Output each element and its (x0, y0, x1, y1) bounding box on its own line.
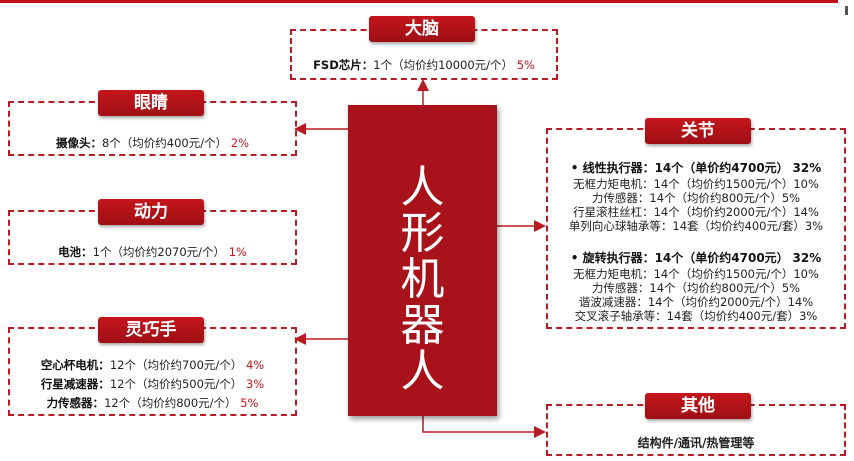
joint-sub-item: 力传感器：14个（均价约800元/个）5% (591, 281, 801, 295)
joint-sub-item: 无框力矩电机：14个（均价约1500元/个）10% (573, 267, 819, 281)
eyes-item-pct: 2% (230, 136, 250, 150)
center-title-char: 人 (400, 346, 445, 397)
joint-group-pct: 32% (792, 251, 822, 265)
joint-group-heading-text: • 线性执行器：14个（单价约4700元） (570, 161, 789, 175)
center-title-char: 人 (400, 162, 445, 213)
hand-item-pct: 5% (240, 396, 259, 410)
hand-item-label: 空心杯电机： (40, 358, 110, 372)
center-title-char: 形 (400, 208, 445, 259)
power-item-label: 电池： (58, 245, 93, 259)
joint-group-heading: • 线性执行器：14个（单价约4700元） 32% (546, 159, 846, 176)
eyes-item-label: 摄像头： (55, 136, 102, 150)
joint-sub-item: 谐波减速器：14个（均价约2000元/个）14% (578, 295, 814, 309)
joint-group-heading: • 旋转执行器：14个（单价约4700元） 32% (546, 249, 846, 266)
corner-mark (845, 6, 848, 15)
brain-tag: 大脑 (369, 16, 475, 42)
joint-tag: 关节 (645, 118, 751, 144)
other-item: 结构件/通讯/热管理等 (637, 436, 755, 450)
top-accent-line (0, 0, 838, 3)
eyes-item: 摄像头：8个（均价约400元/个） 2% (8, 135, 297, 151)
brain-item: FSD芯片：1个（均价约10000元/个） 5% (290, 57, 558, 73)
joint-sub-item: 力传感器：14个（均价约800元/个）5% (591, 191, 801, 205)
joint-sub-item: 单列向心球轴承等：14套（均价约400元/套）3% (568, 219, 824, 233)
power-item-detail: 1个（均价约2070元/个） (92, 245, 226, 259)
eyes-tag: 眼睛 (98, 90, 204, 116)
hand-item-label: 行星减速器： (40, 377, 110, 391)
power-item: 电池：1个（均价约2070元/个） 1% (8, 244, 297, 260)
power-item-pct: 1% (228, 245, 247, 259)
joint-sub-item: 行星滚柱丝杠：14个（均价约2000元/个）14% (573, 205, 819, 219)
center-title: 人 形 机 器 人 (348, 165, 497, 395)
eyes-item-detail: 8个（均价约400元/个） (101, 136, 228, 150)
joint-sub-item: 无框力矩电机：14个（均价约1500元/个）10% (573, 177, 819, 191)
center-title-char: 机 (400, 254, 445, 305)
center-title-char: 器 (400, 300, 445, 351)
joint-group-pct: 32% (792, 161, 822, 175)
joint-sub-item: 交叉滚子轴承等：14套（均价约400元/套）3% (574, 309, 818, 323)
hand-item: 力传感器：12个（均价约800元/个） 5% (8, 395, 297, 411)
power-tag: 动力 (98, 199, 204, 225)
hand-item: 行星减速器：12个（均价约500元/个） 3% (8, 376, 297, 392)
hand-item-detail: 12个（均价约800元/个） (104, 396, 237, 410)
hand-item-label: 力传感器： (46, 396, 105, 410)
hand-item: 空心杯电机：12个（均价约700元/个） 4% (8, 357, 297, 373)
center-box: 人 形 机 器 人 (348, 105, 497, 416)
hand-item-detail: 12个（均价约500元/个） (109, 377, 243, 391)
other-tag: 其他 (645, 393, 751, 419)
hand-tag: 灵巧手 (98, 317, 204, 343)
joint-group-heading-text: • 旋转执行器：14个（单价约4700元） (570, 251, 789, 265)
hand-item-pct: 4% (245, 358, 265, 372)
brain-item-pct: 5% (516, 58, 535, 72)
hand-item-detail: 12个（均价约700元/个） (109, 358, 243, 372)
brain-item-detail: 1个（均价约10000元/个） (373, 58, 514, 72)
brain-item-label: FSD芯片： (313, 58, 374, 72)
arrow-to-other (422, 416, 546, 438)
hand-item-pct: 3% (245, 377, 265, 391)
